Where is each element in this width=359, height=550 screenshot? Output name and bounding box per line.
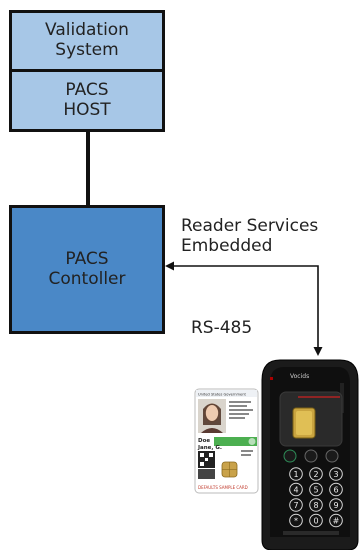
reader-key-button[interactable] bbox=[289, 513, 303, 528]
validation-system-label-line2: System bbox=[55, 40, 119, 60]
reader-key-button[interactable] bbox=[329, 513, 343, 528]
arrowhead-to-reader bbox=[313, 347, 323, 356]
reader-key-label: 3 bbox=[333, 470, 338, 479]
reader-key-button[interactable] bbox=[309, 498, 323, 512]
reader-key-label: 9 bbox=[333, 501, 338, 510]
reader-key-button[interactable] bbox=[309, 467, 323, 481]
pacs-controller-label-line2: Contoller bbox=[48, 268, 126, 289]
reader-function-button[interactable] bbox=[304, 449, 318, 463]
reader-key-label: 6 bbox=[333, 486, 338, 495]
reader-services-label-line2: Embedded bbox=[181, 236, 273, 257]
reader-key-label: * bbox=[294, 517, 298, 526]
reader-key-button[interactable] bbox=[289, 467, 303, 481]
reader-key-button[interactable] bbox=[329, 498, 343, 512]
card-name-last: Doe bbox=[198, 438, 210, 444]
reader-key-label: # bbox=[333, 517, 340, 526]
fingerprint-reader-device: Vocids 1 2 3 4 5 6 7 8 9 * 0 # bbox=[261, 359, 359, 550]
piv-card-image: United States Government Doe Jane, G. DE… bbox=[194, 388, 259, 494]
reader-key-button[interactable] bbox=[289, 482, 303, 497]
reader-function-button[interactable] bbox=[325, 449, 339, 463]
reader-services-label-line1: Reader Services bbox=[181, 216, 319, 236]
reader-key-label: 8 bbox=[313, 501, 318, 510]
reader-key-label: 1 bbox=[293, 470, 298, 479]
pacs-controller-box: PACS Contoller bbox=[9, 205, 165, 334]
reader-keypad: 1 2 3 4 5 6 7 8 9 * 0 # bbox=[283, 449, 343, 528]
validation-system-label-line1: Validation bbox=[45, 20, 129, 41]
validation-system-box: Validation System bbox=[9, 10, 165, 72]
reader-brand-label: Vocids bbox=[290, 373, 309, 380]
arrowhead-to-controller bbox=[165, 261, 174, 271]
controller-reader-connector bbox=[172, 265, 319, 348]
pacs-host-label-line1: PACS bbox=[65, 79, 109, 100]
reader-key-label: 2 bbox=[313, 470, 318, 479]
reader-key-button[interactable] bbox=[309, 482, 323, 497]
reader-key-button[interactable] bbox=[289, 498, 303, 512]
pacs-controller-label-line1: PACS bbox=[65, 248, 109, 269]
rs485-label: RS-485 bbox=[191, 318, 253, 338]
reader-function-button[interactable] bbox=[283, 449, 297, 463]
card-name-first: Jane, G. bbox=[197, 445, 222, 451]
reader-key-button[interactable] bbox=[309, 513, 323, 528]
reader-key-label: 7 bbox=[293, 501, 298, 510]
pacs-host-label-line2: HOST bbox=[63, 99, 111, 120]
reader-key-label: 0 bbox=[313, 517, 318, 526]
reader-key-label: 5 bbox=[313, 486, 318, 495]
pacs-host-box: PACS HOST bbox=[9, 69, 165, 132]
card-footer-text: DEFAULTS SAMPLE CARD bbox=[198, 485, 248, 490]
reader-key-button[interactable] bbox=[329, 467, 343, 481]
reader-key-label: 4 bbox=[293, 486, 298, 495]
reader-services-label: Reader Services Embedded bbox=[181, 216, 318, 257]
reader-key-button[interactable] bbox=[329, 482, 343, 497]
card-header-text: United States Government bbox=[198, 393, 246, 397]
